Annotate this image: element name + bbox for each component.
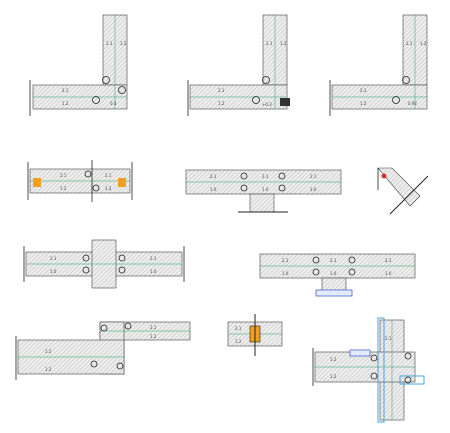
selection-box [315,289,353,297]
label-top-b: 2.1 [330,258,337,263]
label-bot: 1.2 [235,339,242,344]
stud-marker [102,76,110,84]
stud-marker [84,170,92,178]
selection-box [349,349,371,357]
label-top-b: 1.2 [218,101,225,106]
stud-marker [278,184,286,192]
label-side-a: 2.1 [106,41,113,46]
label-mid: 2.1 [385,336,392,341]
label-top-b: 2.1 [105,173,112,178]
label-end: 0.92 [408,101,417,106]
label-top-a: 2.1 [282,258,289,263]
stud-marker [100,324,108,332]
label-bot-a: 1.0 [210,187,217,192]
label-bot-b: 1.0 [262,187,269,192]
stud-marker [118,86,126,94]
label-side-b: 1.2 [420,41,427,46]
label-side-a: 2.1 [266,41,273,46]
detail-l-corner-a[interactable]: 2.1 1.2 2.1 1.2 0.3 [29,14,128,116]
insulation-block [118,178,126,187]
stud-marker [240,172,248,180]
label-bot-a: 1.0 [282,271,289,276]
label-bot: 1.2 [330,374,337,379]
detail-t-down-selected[interactable]: 2.1 2.1 2.1 1.0 1.0 1.0 [259,253,416,297]
stud-marker [278,172,286,180]
label-bot-b: 1.0 [150,269,157,274]
stud-marker [348,268,356,276]
label-top-a: 2.1 [50,256,57,261]
label-side-b: 1.2 [280,41,287,46]
label-bot-c: 1.0 [310,187,317,192]
detail-l-corner-c[interactable]: 2.1 1.2 2.1 1.2 0.92 [329,14,428,116]
highlight-strip [377,317,385,423]
detail-end-joint[interactable]: 2.1 1.2 [227,314,283,356]
label-end: +0.3 [262,102,272,107]
label-top-b: 1.2 [360,101,367,106]
label-top: 2.1 [235,326,242,331]
label-bot-c: 1.0 [385,271,392,276]
label-bot-a: 1.0 [50,269,57,274]
insulation-block [33,178,41,187]
stud-marker [92,184,100,192]
label-top-a: 2.1 [60,173,67,178]
label-top-a: 2.1 [210,174,217,179]
detail-l-corner-b[interactable]: 2.1 1.2 2.1 1.2 +0.3 [187,14,290,116]
stud-marker [124,322,132,330]
label-top-c: 2.1 [385,258,392,263]
stud-marker [370,372,378,380]
detail-complex-junction[interactable]: 1.2 2.1 1.2 [312,317,425,423]
label-bot-b: 1.0 [330,271,337,276]
detail-t-down[interactable]: 2.1 2.1 2.1 1.0 1.0 1.0 [185,169,342,213]
label-top-a: 2.1 [360,88,367,93]
detail-offset-corner[interactable]: 2.1 1.2 1.2 1.2 [15,321,191,380]
label-top-b: 2.1 [150,256,157,261]
diagonal-edge [389,175,429,215]
label-top-a: 2.1 [218,88,225,93]
stud-marker [82,254,90,262]
label-top-a: 2.1 [62,88,69,93]
label-top-c: 2.1 [310,174,317,179]
stud-marker [240,184,248,192]
stud-marker [312,268,320,276]
label-top-b: 1.2 [62,101,69,106]
stud-marker [118,254,126,262]
stud-marker [392,96,400,104]
label-top-b: 1.2 [150,334,157,339]
label-bot-a: 1.2 [45,349,52,354]
highlight-strip [399,375,425,385]
branch-wall [249,193,275,213]
diagonal-wall [377,167,421,207]
label-bot-b: 1.2 [105,186,112,191]
label-bot-a: 1.2 [60,186,67,191]
stud-marker [116,362,124,370]
label-side-b: 1.2 [120,41,127,46]
stud-marker [262,76,270,84]
label-top-b: 2.1 [262,174,269,179]
detail-cross[interactable]: 2.1 2.1 1.0 1.0 [23,239,185,289]
stud-marker [92,96,100,104]
bracket [280,98,290,106]
stud-marker [252,96,260,104]
label-end: 0.3 [110,101,117,106]
stud-marker [404,352,412,360]
stud-marker [404,376,412,384]
detail-diagonal[interactable] [377,167,429,215]
stud-marker [90,360,98,368]
stud-marker [381,173,387,179]
stud-marker [118,266,126,274]
stud-marker [82,266,90,274]
stud-marker [370,354,378,362]
label-top: 1.2 [330,357,337,362]
label-bot-b: 1.2 [45,367,52,372]
stud-marker [348,256,356,264]
stud-marker [312,256,320,264]
label-top-a: 2.1 [150,325,157,330]
detail-straight-insulated[interactable]: 2.1 2.1 1.2 1.2 [27,160,133,202]
label-side-a: 2.1 [406,41,413,46]
stud-marker [402,76,410,84]
